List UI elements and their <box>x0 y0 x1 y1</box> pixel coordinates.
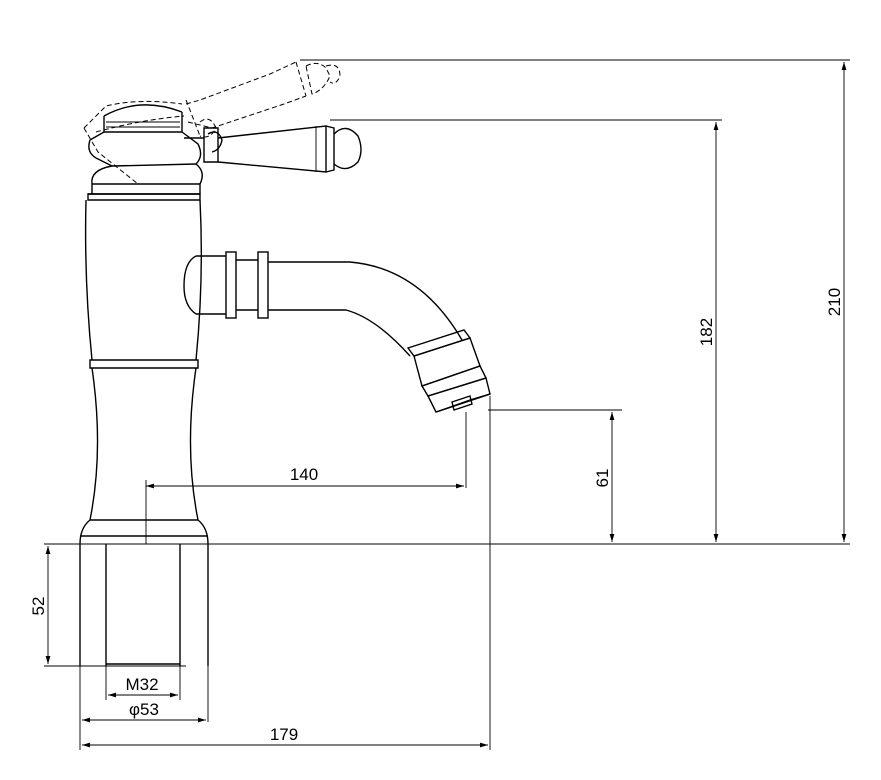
dimension-labels: 210 182 61 140 179 52 M32 φ53 <box>29 288 844 744</box>
label-outlet-height: 61 <box>593 469 612 488</box>
spout <box>183 251 491 413</box>
handle-raised-position <box>83 61 341 185</box>
handle-hub <box>88 104 203 185</box>
faucet-outline <box>79 61 491 666</box>
faucet-body <box>79 184 209 545</box>
label-shank-length: 52 <box>29 597 48 616</box>
label-thread: M32 <box>125 675 158 694</box>
dimension-lines <box>44 59 850 750</box>
label-spout-height: 182 <box>697 318 716 346</box>
label-overall-length: 179 <box>270 725 298 744</box>
lever-handle <box>184 125 362 173</box>
label-total-height: 210 <box>825 288 844 316</box>
label-base-diameter: φ53 <box>129 700 159 719</box>
mounting-shank <box>79 480 209 666</box>
label-spout-reach: 140 <box>290 465 318 484</box>
